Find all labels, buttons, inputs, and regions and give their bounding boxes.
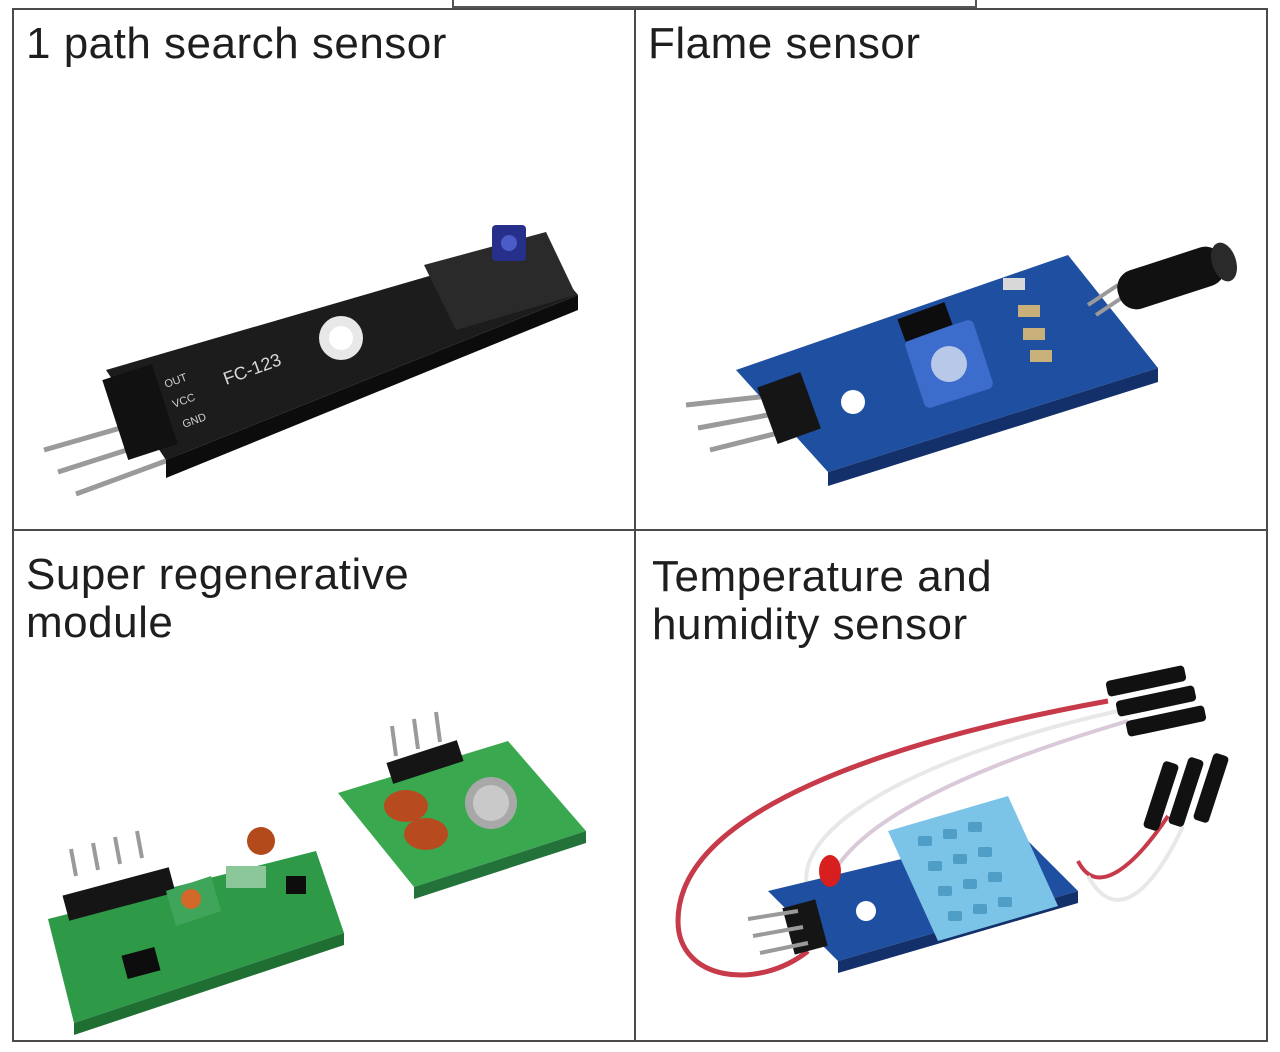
sensor-cell-flame: Flame sensor [638,10,1266,529]
sensor-label: Super regenerative module [26,550,410,647]
sensor-cell-path-search: 1 path search sensor FC-123 OUT VCC GND [16,10,632,529]
line-tracking-sensor-image: FC-123 OUT VCC GND [43,225,578,497]
flame-sensor-image [685,242,1237,486]
sensor-label: Temperature and humidity sensor [652,552,993,649]
dht11-sensor-image [675,665,1229,978]
rf-module-image [48,711,586,1035]
sensor-cell-temperature-humidity: Temperature and humidity sensor [638,531,1266,1040]
table-divider-vertical [634,10,636,1040]
table-top-stub [452,0,977,8]
sensor-label: 1 path search sensor [26,19,447,68]
table-divider-horizontal [14,529,1266,531]
sensor-cell-super-regenerative: Super regenerative module [16,531,632,1040]
sensor-label: Flame sensor [648,19,921,68]
sensor-table: 1 path search sensor FC-123 OUT VCC GND [12,8,1268,1042]
